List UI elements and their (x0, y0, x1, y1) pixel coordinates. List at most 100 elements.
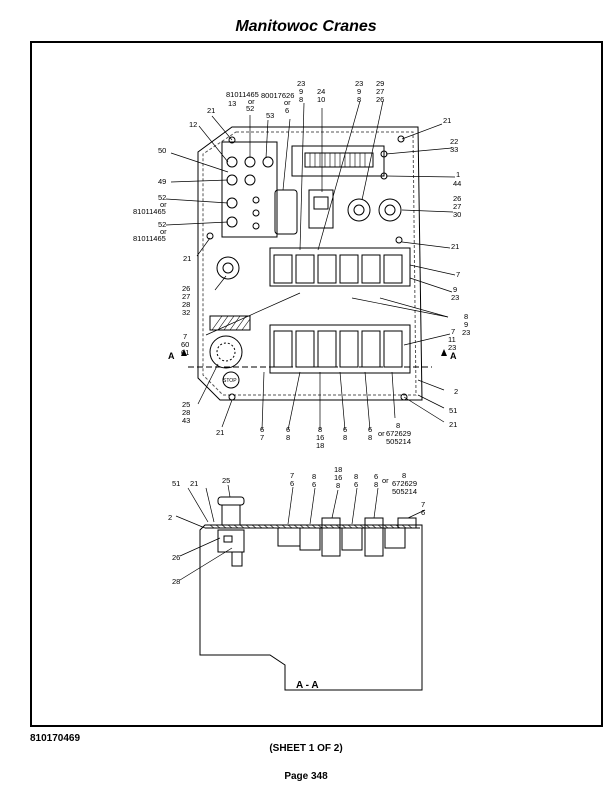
callout: 21 (451, 242, 459, 251)
callout: 52 (246, 104, 254, 113)
callout: 23 (448, 343, 456, 352)
callout: 51 (449, 406, 457, 415)
panel-outline (197, 126, 423, 401)
callout: 8 (343, 433, 347, 442)
callout: 21 (183, 254, 191, 263)
drawing-frame (30, 41, 603, 727)
callout: 8 (368, 433, 372, 442)
callout: 28 (182, 408, 190, 417)
callout: 7 (260, 433, 264, 442)
callout: 8 (374, 480, 378, 489)
callout: 44 (453, 179, 461, 188)
callout: 26 (182, 284, 190, 293)
callout: 18 (316, 441, 324, 450)
callout: or (160, 227, 167, 236)
callout: 27 (376, 87, 384, 96)
callout: 21 (449, 420, 457, 429)
callout: 29 (376, 79, 384, 88)
callout: 505214 (386, 437, 411, 446)
callout: 7 (183, 332, 187, 341)
callout: 6 (354, 480, 358, 489)
stop-label: STOP (223, 378, 237, 384)
callout: 60 (181, 340, 189, 349)
callout: 7 (451, 327, 455, 336)
callout: 81011465 (133, 234, 166, 243)
callout: 505214 (392, 487, 417, 496)
callout: 2 (454, 387, 458, 396)
callout: 23 (297, 79, 305, 88)
callout: 23 (462, 328, 470, 337)
callout: 13 (228, 99, 236, 108)
section-marker-right: A (450, 351, 457, 361)
callout: 81011465 (133, 207, 166, 216)
callout: 32 (182, 308, 190, 317)
callout: 6 (374, 472, 378, 481)
callout: 23 (451, 293, 459, 302)
callout: or (382, 476, 389, 485)
callout: 80017626 (261, 91, 294, 100)
callout: 8 (299, 95, 303, 104)
callout: 6 (343, 425, 347, 434)
callout: 21 (216, 428, 224, 437)
callout: 51 (172, 479, 180, 488)
callout: 7 (421, 500, 425, 509)
callout: 61 (181, 348, 189, 357)
callout: 9 (299, 87, 303, 96)
callout: 52 (158, 193, 166, 202)
callout: 16 (334, 473, 342, 482)
callout: 43 (182, 416, 190, 425)
callout: 8 (402, 471, 406, 480)
callout: or (160, 200, 167, 209)
emergency-stop (209, 335, 243, 369)
callout: 24 (317, 87, 325, 96)
page-title: Manitowoc Cranes (235, 18, 377, 35)
document-number: 810170469 (30, 733, 81, 744)
section-marker-left: A (168, 351, 175, 361)
callout: 26 (453, 194, 461, 203)
callout: 28 (182, 300, 190, 309)
callout: 6 (260, 425, 264, 434)
callout: 6 (368, 425, 372, 434)
upper-switch-bank (269, 247, 411, 287)
callout: 9 (357, 87, 361, 96)
callout: 21 (207, 106, 215, 115)
section-view-body (199, 524, 423, 691)
callout: 50 (158, 146, 166, 155)
callout: 25 (182, 400, 190, 409)
callout: 25 (222, 476, 230, 485)
callout: or (284, 98, 291, 107)
callout: 10 (317, 95, 325, 104)
callout: 27 (453, 202, 461, 211)
callout: or (378, 429, 385, 438)
callout: 7 (290, 471, 294, 480)
callout: 49 (158, 177, 166, 186)
callout: 672629 (392, 479, 417, 488)
callout: 8 (286, 433, 290, 442)
callout: 8 (357, 95, 361, 104)
callout: 6 (421, 508, 425, 517)
callout: 6 (286, 425, 290, 434)
callout: 8 (312, 472, 316, 481)
callout: 28 (172, 577, 180, 586)
callout: 26 (376, 95, 384, 104)
callout: 2 (168, 513, 172, 522)
callout: 8 (464, 312, 468, 321)
callout: 672629 (386, 429, 411, 438)
callout: 12 (189, 120, 197, 129)
callout: 6 (285, 106, 289, 115)
callout: 1 (456, 170, 460, 179)
callout: 33 (450, 145, 458, 154)
callout: 8 (396, 421, 400, 430)
section-title: A - A (296, 680, 319, 691)
callout: 8 (318, 425, 322, 434)
callout: 18 (334, 465, 342, 474)
callout: 22 (450, 137, 458, 146)
callout: 8 (336, 481, 340, 490)
callout: 9 (453, 285, 457, 294)
callout: 8 (354, 472, 358, 481)
callout: 26 (172, 553, 180, 562)
callout: 53 (266, 111, 274, 120)
callout: 21 (190, 479, 198, 488)
callout: 9 (464, 320, 468, 329)
